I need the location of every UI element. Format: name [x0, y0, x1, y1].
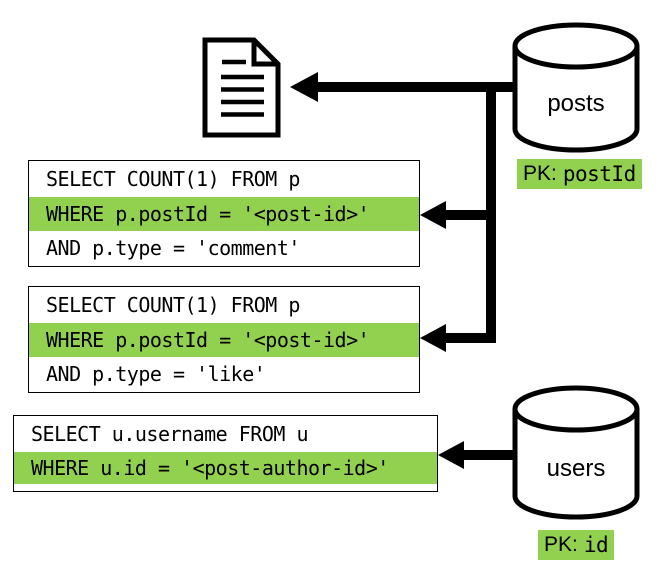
- arrow-line-to-query2: [444, 333, 496, 343]
- query-box-comment-count: SELECT COUNT(1) FROM p WHERE p.postId = …: [28, 160, 420, 267]
- users-database-label: users: [546, 455, 606, 482]
- arrowhead-to-query3: [438, 441, 464, 469]
- posts-pk-badge: PK: postId: [517, 159, 642, 189]
- pk-field: id: [583, 533, 609, 557]
- sql-line: AND p.type = 'comment': [46, 236, 300, 260]
- posts-cylinder-top: [512, 22, 640, 70]
- posts-database-label: posts: [547, 90, 605, 117]
- pk-field: postId: [562, 162, 636, 186]
- users-cylinder-body: [512, 409, 640, 520]
- users-database-icon: [512, 385, 640, 520]
- query-box-like-count: SELECT COUNT(1) FROM p WHERE p.postId = …: [28, 286, 420, 393]
- sql-line: SELECT COUNT(1) FROM p: [46, 293, 300, 317]
- sql-line-highlighted: WHERE p.postId = '<post-id>': [29, 197, 419, 231]
- sql-line: AND p.type = 'like': [46, 362, 266, 386]
- posts-database-icon: [512, 22, 640, 153]
- posts-cylinder-body: [512, 46, 640, 153]
- sql-line: SELECT u.username FROM u: [31, 422, 308, 446]
- posts-arrows: [290, 72, 514, 352]
- sql-line: SELECT COUNT(1) FROM p: [46, 167, 300, 191]
- users-arrow: [438, 441, 514, 469]
- arrow-line-posts-to-document: [314, 82, 514, 92]
- arrowhead-to-document: [290, 72, 318, 102]
- sql-line-highlighted: WHERE u.id = '<post-author-id>': [14, 452, 437, 484]
- users-pk-badge: PK: id: [538, 530, 615, 560]
- document-fold-corner: [251, 40, 278, 67]
- users-cylinder-top: [512, 385, 640, 433]
- sql-line-highlighted: WHERE p.postId = '<post-id>': [29, 323, 419, 357]
- arrow-line-to-query3: [462, 450, 514, 460]
- query-box-username: SELECT u.username FROM u WHERE u.id = '<…: [13, 415, 438, 492]
- document-text-lines: [221, 59, 264, 117]
- arrowhead-to-query1: [420, 201, 446, 229]
- arrow-line-to-query1: [444, 210, 496, 220]
- pk-prefix: PK:: [523, 162, 557, 185]
- document-icon: [202, 37, 281, 138]
- pk-prefix: PK:: [544, 533, 578, 556]
- arrowhead-to-query2: [420, 324, 446, 352]
